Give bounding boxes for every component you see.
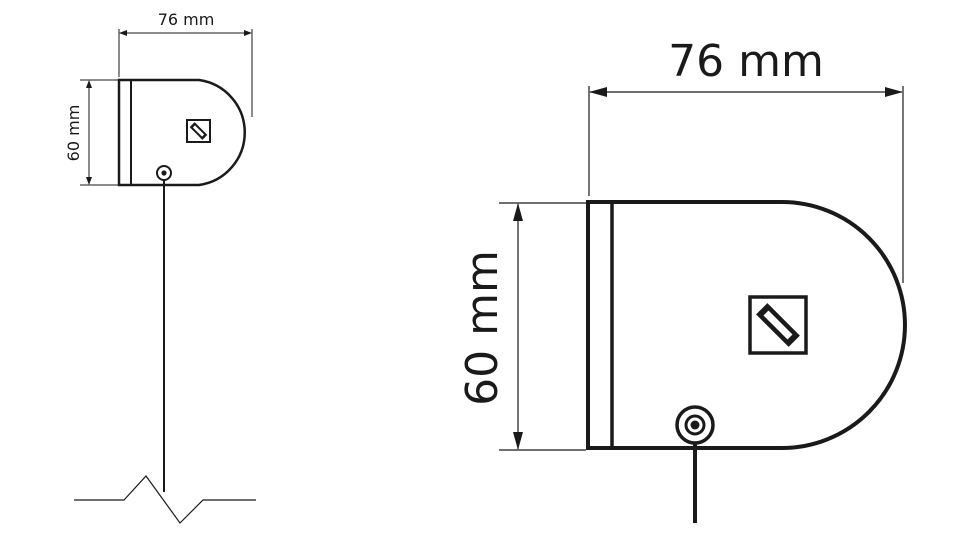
large-square-key-icon	[748, 295, 808, 355]
small-cable-outlet-icon	[156, 165, 172, 181]
large-housing-outline	[586, 200, 907, 450]
small-width-label: 76 mm	[158, 10, 215, 29]
small-square-key-icon	[186, 119, 211, 143]
small-housing-outline	[117, 78, 246, 187]
large-cable-outlet-icon	[675, 405, 715, 445]
large-height-label: 60 mm	[457, 250, 508, 406]
small-height-dimension: 60 mm	[64, 79, 118, 186]
large-width-label: 76 mm	[668, 36, 824, 87]
large-height-dimension: 60 mm	[457, 202, 586, 451]
large-width-dimension: 76 mm	[588, 36, 904, 283]
small-view: 76 mm 60 mm	[64, 10, 256, 524]
small-height-label: 60 mm	[64, 105, 83, 162]
large-view: 76 mm 60 mm	[457, 36, 907, 523]
small-width-dimension: 76 mm	[118, 10, 253, 117]
small-break-line	[74, 475, 256, 524]
